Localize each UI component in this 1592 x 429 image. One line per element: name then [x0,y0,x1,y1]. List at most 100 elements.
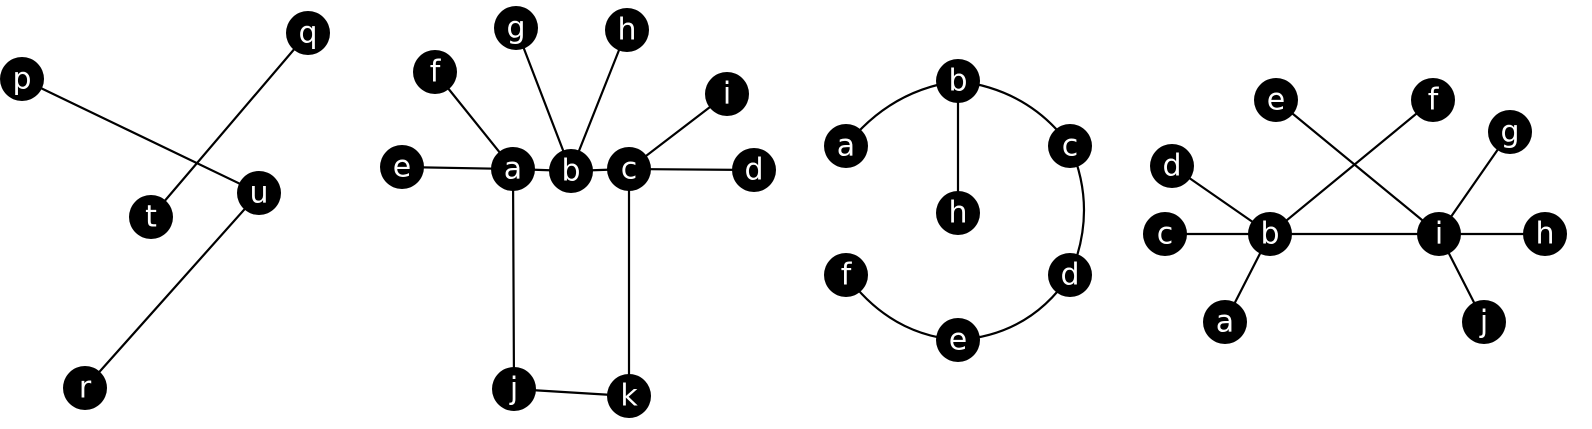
graph3-node-a-circle [824,124,868,168]
graph2-node-j-label: j [509,372,518,407]
graph2-node-a-label: a [504,152,522,187]
graph2-node-b-label: b [561,154,580,189]
graph4-node-c-label: c [1157,217,1174,252]
graph2-node-f: f [413,50,457,94]
graph4-node-e-circle [1254,78,1298,122]
graph1-node-u: u [237,171,281,215]
graph3-node-c-label: c [1062,129,1079,164]
graph3-node-e: e [936,318,980,362]
graph2-node-k-circle [607,374,651,418]
graph2-node-d: d [732,148,776,192]
graph1-edge-q-t [149,31,310,219]
graph2-node-i: i [705,72,749,116]
graph1-node-u-label: u [249,176,268,211]
graph2-node-c-circle [607,147,651,191]
graph4-node-e-label: e [1267,83,1285,118]
graph1-node-r-circle [63,366,107,410]
graph2-node-j: j [492,367,536,411]
graph1-node-r: r [63,366,107,410]
graph2-node-b: b [549,149,593,193]
graph4-node-a-circle [1203,300,1247,344]
graph2-node-g-circle [494,6,538,50]
graph4-node-b: b [1248,212,1292,256]
graph2-node-a-circle [491,147,535,191]
graph2-node-c-label: c [621,152,638,187]
graph2: g h f i e a b c d j k [380,6,776,418]
graph2-node-h-label: h [617,13,636,48]
graph2-node-f-label: f [430,55,442,90]
graph4-node-h-circle [1523,212,1567,256]
graph1-node-q: q [286,11,330,55]
graph1-edge-p-u [20,77,261,195]
graph2-node-k-label: k [620,379,638,414]
graph1-node-t-label: t [145,200,157,235]
graph2-node-i-label: i [723,77,731,112]
graph4-node-g-label: g [1500,115,1519,150]
graph2-node-h-circle [605,8,649,52]
graph4-node-f: f [1411,78,1455,122]
graph3-node-b-circle [936,59,980,103]
graph4-node-e: e [1254,78,1298,122]
graph2-node-g: g [494,6,538,50]
graph2-node-f-circle [413,50,457,94]
graph4-node-j-label: j [1479,305,1488,340]
graph1-node-p-circle [0,57,44,101]
graph4-node-i-label: i [1435,217,1443,252]
graph1-node-q-circle [286,11,330,55]
graph2-node-c: c [607,147,651,191]
graph2-edge-g-b [514,26,573,173]
graph3-node-f-label: f [841,258,853,293]
graph1-node-p: p [0,57,44,101]
graph3-node-c-circle [1048,124,1092,168]
graph4-node-i-circle [1417,212,1461,256]
graph4: e f g dc b i h a j [1143,78,1567,344]
graph4-node-d-circle [1150,144,1194,188]
graph2-node-e-circle [380,145,424,189]
graph1-node-u-circle [237,171,281,215]
graph2-node-j-circle [492,367,536,411]
graph3-node-b-label: b [948,64,967,99]
graph2-edge-h-b [569,28,629,173]
graph4-node-d-label: d [1162,149,1181,184]
graph4-node-c-circle [1143,212,1187,256]
graph3-node-h-circle [936,191,980,235]
graph3-node-d-label: d [1060,258,1079,293]
graph3-node-e-circle [936,318,980,362]
graph3-node-c: c [1048,124,1092,168]
graph2-node-k: k [607,374,651,418]
graph3-node-a: a [824,124,868,168]
graph2-node-e: e [380,145,424,189]
graph4-node-g-circle [1488,110,1532,154]
graph2-node-a: a [491,147,535,191]
graph4-node-f-label: f [1428,83,1440,118]
graph4-node-i: i [1417,212,1461,256]
graph4-node-a-label: a [1216,305,1234,340]
graph3-node-e-label: e [949,323,967,358]
graph2-node-d-label: d [744,153,763,188]
graph3: a b c h d f e [824,59,1092,362]
graph4-node-j: j [1462,300,1506,344]
graph4-node-a: a [1203,300,1247,344]
graph2-node-d-circle [732,148,776,192]
graph4-node-b-circle [1248,212,1292,256]
graph1-node-q-label: q [298,16,317,51]
graph3-node-d: d [1048,253,1092,297]
graph4-node-c: c [1143,212,1187,256]
graph4-node-f-circle [1411,78,1455,122]
graph2-node-e-label: e [393,150,411,185]
graph1: p q t u r [0,11,330,410]
graph4-node-d: d [1150,144,1194,188]
graph3-node-b: b [936,59,980,103]
graph2-node-g-label: g [506,11,525,46]
graph4-node-g: g [1488,110,1532,154]
graph1-node-t: t [129,195,173,239]
graph3-node-h: h [936,191,980,235]
graph4-edge-b-f [1268,98,1435,236]
graph3-node-a-label: a [837,129,855,164]
graph3-node-f: f [824,253,868,297]
graph2-node-h: h [605,8,649,52]
graph3-node-d-circle [1048,253,1092,297]
graph4-node-h: h [1523,212,1567,256]
graph2-edge-a-j [511,167,516,391]
